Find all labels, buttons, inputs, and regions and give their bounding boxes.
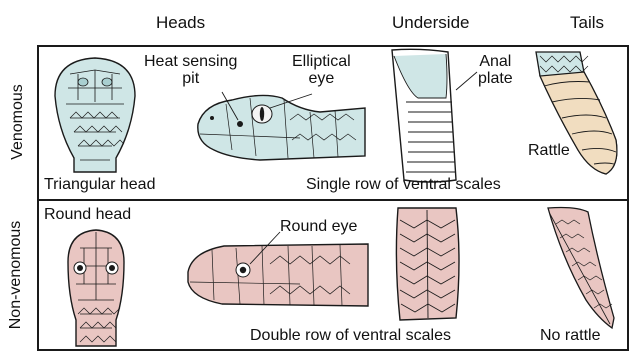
label-single-row-ventral: Single row of ventral scales [306, 176, 501, 193]
nonvenomous-tail-illustration [548, 208, 614, 329]
label-no-rattle: No rattle [540, 327, 600, 344]
single-row-ventral-illustration [392, 49, 477, 182]
row-label-venomous: Venomous [9, 82, 27, 162]
nonvenomous-side-head-illustration [188, 232, 368, 306]
triangular-head-illustration [55, 58, 135, 172]
label-heat-sensing-pit: Heat sensing pit [144, 53, 237, 87]
header-underside: Underside [392, 13, 470, 33]
label-round-eye: Round eye [280, 218, 357, 235]
label-elliptical-eye: Elliptical eye [292, 53, 351, 87]
double-row-ventral-illustration [396, 208, 459, 320]
row-label-non-venomous: Non-venomous [7, 215, 25, 335]
label-double-row-ventral: Double row of ventral scales [250, 327, 451, 344]
header-tails: Tails [570, 13, 604, 33]
label-triangular-head: Triangular head [44, 176, 155, 193]
venomous-side-head-illustration [198, 92, 365, 160]
label-round-head: Round head [44, 206, 131, 223]
label-anal-plate: Anal plate [478, 53, 513, 87]
round-head-illustration [68, 230, 124, 346]
header-heads: Heads [156, 13, 205, 33]
label-rattle: Rattle [528, 142, 570, 159]
